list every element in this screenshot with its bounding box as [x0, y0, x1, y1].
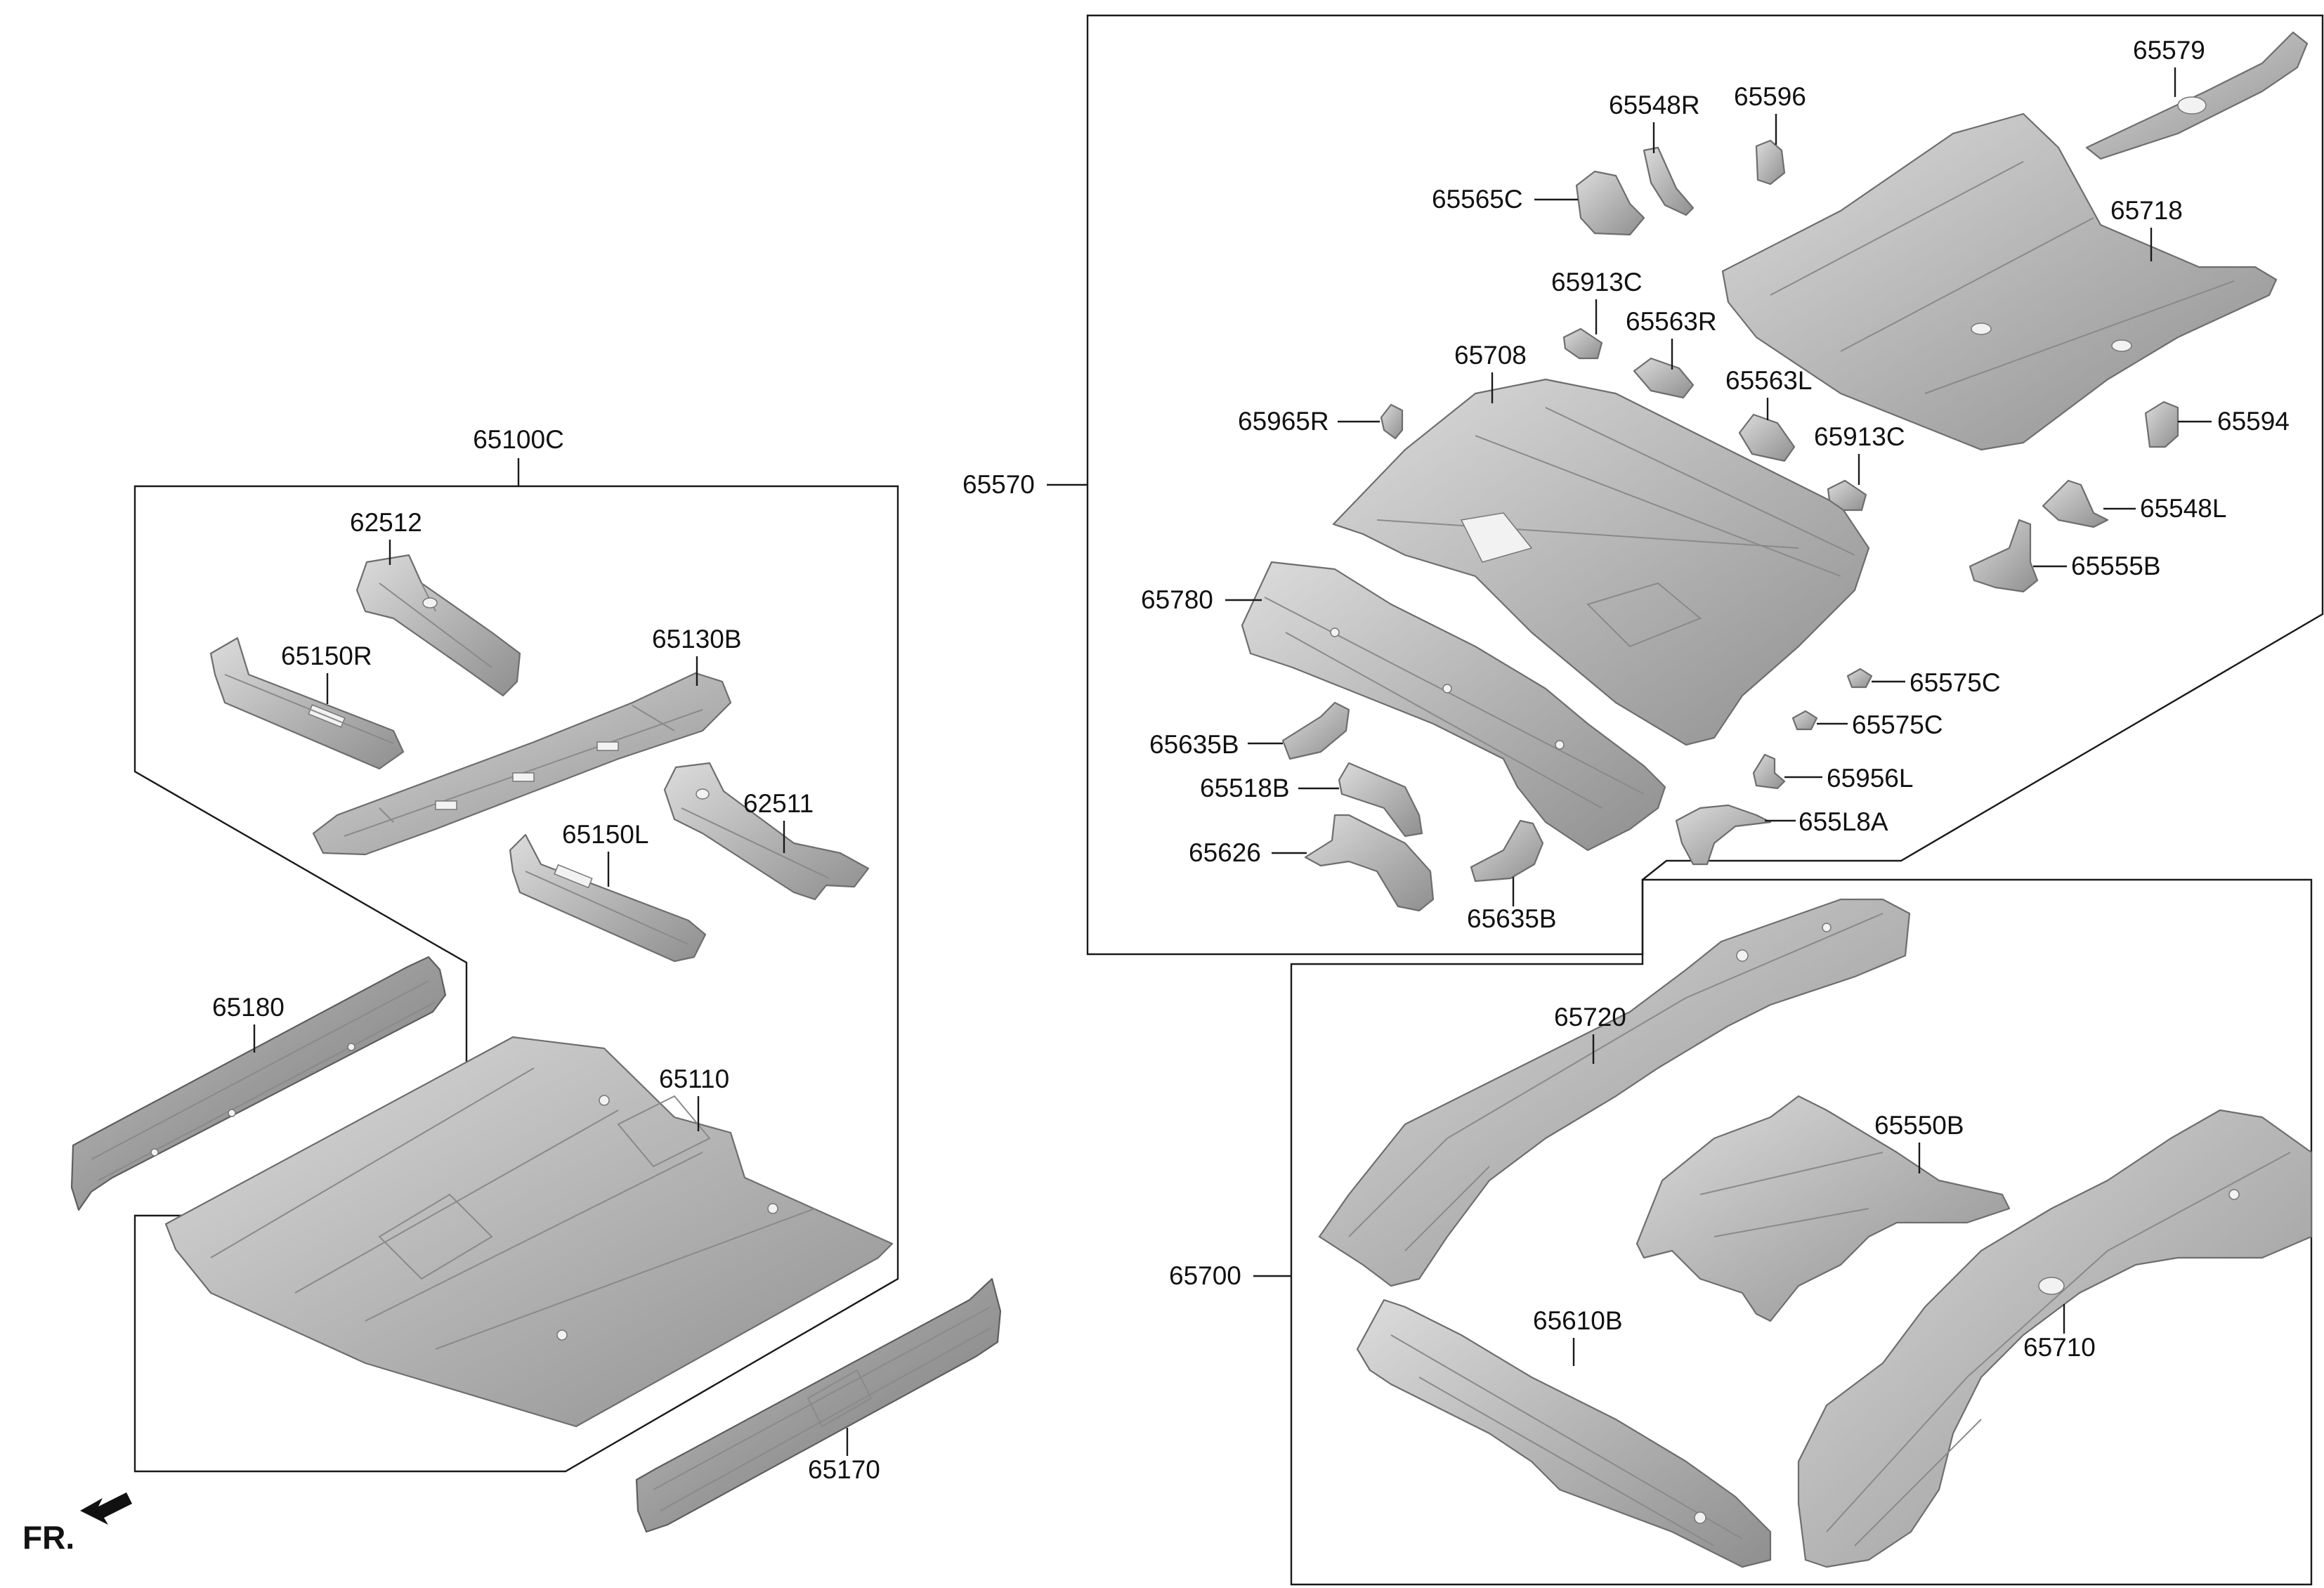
label-65170: 65170	[808, 1455, 880, 1484]
frame-group-65100C	[133, 485, 899, 1473]
label-65563L: 65563L	[1725, 366, 1812, 395]
part-65913C-a	[1562, 327, 1603, 360]
label-65635B-a: 65635B	[1149, 730, 1239, 759]
part-65130B	[312, 672, 732, 856]
label-65575C-a: 65575C	[1910, 668, 2001, 697]
group-label-65100C: 65100C	[473, 425, 564, 454]
part-65965R	[1380, 403, 1404, 440]
label-65130B: 65130B	[652, 625, 742, 653]
part-65710	[1797, 1109, 2313, 1568]
part-65780	[1241, 561, 1666, 852]
label-65635B-b: 65635B	[1467, 904, 1557, 933]
part-65708	[1332, 378, 1870, 746]
label-65594: 65594	[2217, 407, 2290, 436]
label-65708: 65708	[1454, 341, 1527, 370]
label-65180: 65180	[212, 993, 285, 1022]
label-65575C-b: 65575C	[1852, 710, 1943, 739]
front-direction-arrow-icon	[80, 1492, 132, 1525]
label-65913C-b: 65913C	[1814, 422, 1905, 451]
part-65548R	[1643, 146, 1695, 216]
part-65718	[1721, 112, 2278, 451]
part-62511	[663, 762, 870, 901]
label-65780: 65780	[1141, 585, 1213, 614]
frame-group-65570	[1086, 14, 2324, 956]
part-65563R	[1633, 357, 1695, 399]
part-65170	[635, 1277, 1002, 1533]
label-65610B: 65610B	[1533, 1306, 1623, 1335]
part-65635B-a	[1281, 701, 1350, 760]
label-65710: 65710	[2023, 1333, 2096, 1362]
label-65956L: 65956L	[1827, 764, 1913, 793]
frame-group-65700	[1290, 878, 2313, 1586]
part-65565C	[1575, 170, 1645, 236]
group-label-65570: 65570	[962, 470, 1035, 499]
part-65550B	[1636, 1095, 2011, 1322]
label-65110: 65110	[659, 1065, 729, 1093]
label-62512: 62512	[350, 508, 422, 537]
label-62511: 62511	[743, 789, 814, 818]
part-65635B-b	[1470, 819, 1544, 883]
label-65548L: 65548L	[2140, 494, 2226, 523]
part-65575C-a	[1846, 668, 1873, 689]
label-65720: 65720	[1554, 1003, 1626, 1031]
label-65518B: 65518B	[1200, 774, 1290, 802]
part-65596	[1755, 139, 1786, 186]
label-65563R: 65563R	[1626, 307, 1717, 336]
label-65596: 65596	[1734, 82, 1806, 111]
part-65518B	[1338, 762, 1423, 838]
part-65575C-b	[1791, 710, 1818, 731]
part-65610B	[1356, 1299, 1772, 1568]
part-65913C-b	[1827, 479, 1867, 512]
label-65550B: 65550B	[1874, 1111, 1964, 1140]
label-65150R: 65150R	[281, 642, 372, 670]
part-65594	[2144, 401, 2179, 448]
part-65180	[70, 956, 447, 1211]
part-65563L	[1738, 413, 1796, 462]
part-65579	[2085, 31, 2309, 160]
part-65626	[1304, 814, 1435, 912]
label-65150L: 65150L	[562, 820, 648, 849]
label-65718: 65718	[2110, 196, 2183, 225]
label-655L8A: 655L8A	[1799, 807, 1888, 836]
label-65913C-a: 65913C	[1551, 268, 1643, 297]
part-65150L	[509, 833, 707, 963]
part-65150R	[209, 637, 405, 770]
part-655L8A	[1675, 804, 1772, 866]
front-direction-label: FR.	[22, 1519, 74, 1556]
part-62512	[355, 554, 521, 697]
label-65565C: 65565C	[1432, 185, 1523, 214]
part-65110	[164, 1036, 894, 1428]
part-65720	[1318, 898, 1911, 1287]
label-65965R: 65965R	[1238, 407, 1329, 436]
part-65956L	[1752, 753, 1786, 790]
group-label-65700: 65700	[1169, 1261, 1241, 1290]
label-65555B: 65555B	[2071, 552, 2161, 580]
part-65548L	[2042, 479, 2109, 528]
part-65555B	[1969, 519, 2039, 593]
label-65626: 65626	[1189, 838, 1261, 867]
label-65548R: 65548R	[1609, 91, 1700, 119]
label-65579: 65579	[2133, 36, 2205, 65]
